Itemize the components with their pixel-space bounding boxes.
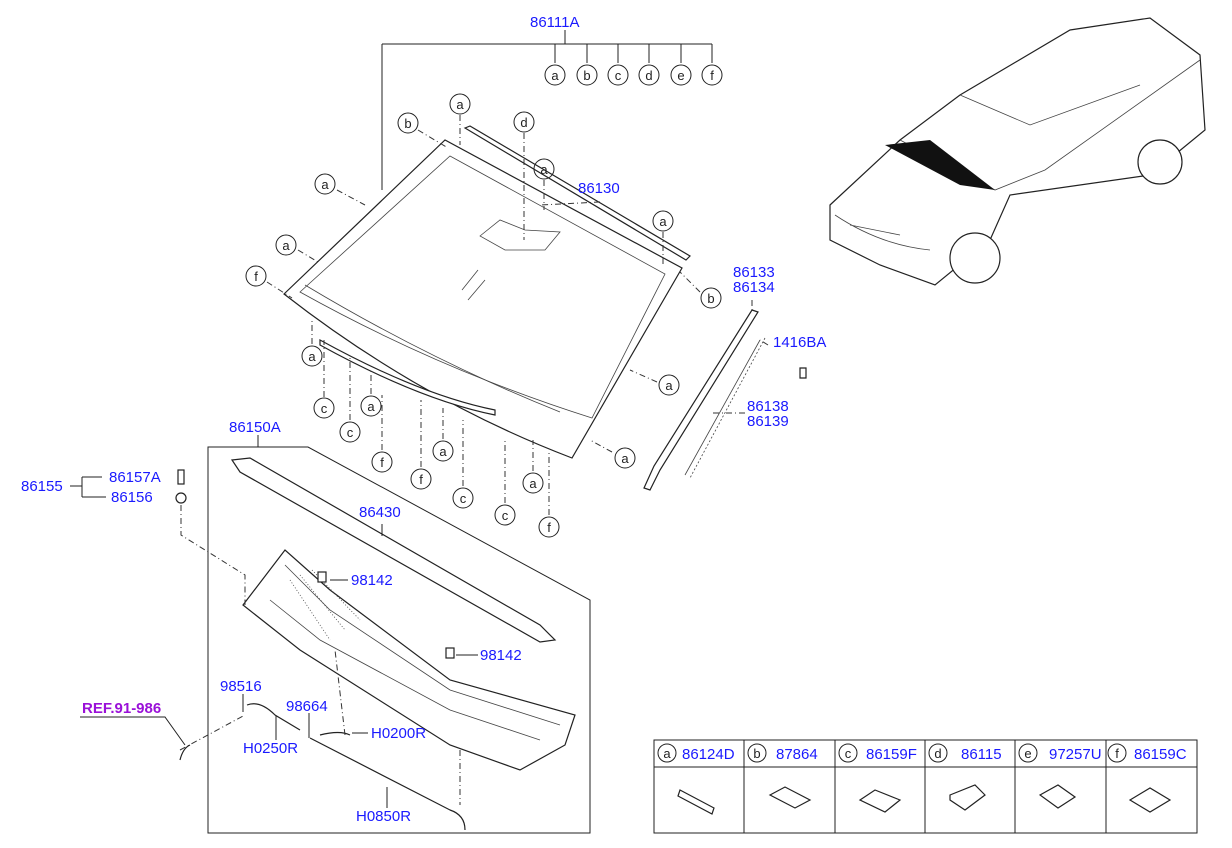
bracket-86111A <box>381 30 713 190</box>
windshield-callouts: b a d a a a a b f a c c a f f a c c a f … <box>245 93 722 538</box>
part-label-86157A[interactable]: 86157A <box>109 469 161 486</box>
part-label-98516[interactable]: 98516 <box>220 678 262 695</box>
callout: c <box>321 401 328 416</box>
legend-letter: f <box>1115 746 1119 761</box>
part-label-86138[interactable]: 86138 <box>747 398 789 415</box>
part-label-H0850R[interactable]: H0850R <box>356 808 411 825</box>
legend-part-86159F[interactable]: 86159F <box>866 746 917 763</box>
callout: f <box>380 455 384 470</box>
legend-letter: e <box>1024 746 1031 761</box>
callout: c <box>347 425 354 440</box>
callout: a <box>367 399 375 414</box>
legend-letter: c <box>845 746 852 761</box>
callout: a <box>456 97 464 112</box>
leader-lines <box>266 115 769 515</box>
part-label-86130[interactable]: 86130 <box>578 180 620 197</box>
part-label-H0200R[interactable]: H0200R <box>371 725 426 742</box>
part-label-98142[interactable]: 98142 <box>480 647 522 664</box>
part-label-86150A[interactable]: 86150A <box>229 419 281 436</box>
windshield-glass <box>283 139 683 459</box>
callout: f <box>254 269 258 284</box>
car-illustration <box>829 17 1206 286</box>
callout-c: c <box>615 68 622 83</box>
callout: a <box>665 378 673 393</box>
part-label-86133[interactable]: 86133 <box>733 264 775 281</box>
callout: c <box>460 491 467 506</box>
part-label-1416BA[interactable]: 1416BA <box>773 334 826 351</box>
part-label-H0250R[interactable]: H0250R <box>243 740 298 757</box>
callout: b <box>707 291 714 306</box>
part-labels: 86111A 86130 86133 86134 1416BA 86138 86… <box>21 14 826 825</box>
callout: a <box>439 444 447 459</box>
callout: c <box>502 508 509 523</box>
callout: f <box>419 472 423 487</box>
callout-b: b <box>583 68 590 83</box>
cowl-seal-86430 <box>230 457 557 643</box>
part-label-98142[interactable]: 98142 <box>351 572 393 589</box>
callout: d <box>520 115 527 130</box>
callout: a <box>282 238 290 253</box>
cowl-panel-86150A <box>242 549 576 771</box>
callout-e: e <box>677 68 684 83</box>
legend-letter: d <box>934 746 941 761</box>
callout: a <box>308 349 316 364</box>
legend-letter: b <box>753 746 760 761</box>
part-label-86139[interactable]: 86139 <box>747 413 789 430</box>
callout: a <box>659 214 667 229</box>
callout: b <box>404 116 411 131</box>
part-label-86430[interactable]: 86430 <box>359 504 401 521</box>
part-label-86111A[interactable]: 86111A <box>530 14 580 31</box>
callout: f <box>547 520 551 535</box>
legend-headers: a 86124D b 87864 c 86159F d 86115 e 9725… <box>657 743 1187 763</box>
cowl-box <box>207 435 591 834</box>
washer-hoses <box>80 649 466 831</box>
callout-d: d <box>645 68 652 83</box>
reference-link[interactable]: REF.91-986 <box>82 700 161 717</box>
legend-part-87864[interactable]: 87864 <box>776 746 818 763</box>
callout-f: f <box>710 68 714 83</box>
clips-98142 <box>317 571 478 659</box>
top-callouts: a b c d e f <box>544 64 723 86</box>
side-molding-86133 <box>643 309 807 491</box>
part-label-86156[interactable]: 86156 <box>111 489 153 506</box>
fasteners-86155 <box>70 469 246 605</box>
callout: a <box>540 162 548 177</box>
legend-letter: a <box>663 746 671 761</box>
callout: a <box>321 177 329 192</box>
part-label-86155[interactable]: 86155 <box>21 478 63 495</box>
legend-part-86124D[interactable]: 86124D <box>682 746 735 763</box>
callout: a <box>621 451 629 466</box>
legend-table <box>653 739 1198 834</box>
part-label-98664[interactable]: 98664 <box>286 698 328 715</box>
legend-part-86159C[interactable]: 86159C <box>1134 746 1187 763</box>
callout-a: a <box>551 68 559 83</box>
legend-part-97257U[interactable]: 97257U <box>1049 746 1102 763</box>
molding-86130 <box>463 125 691 261</box>
callout: a <box>529 476 537 491</box>
part-label-86134[interactable]: 86134 <box>733 279 775 296</box>
legend-part-86115[interactable]: 86115 <box>961 746 1002 763</box>
